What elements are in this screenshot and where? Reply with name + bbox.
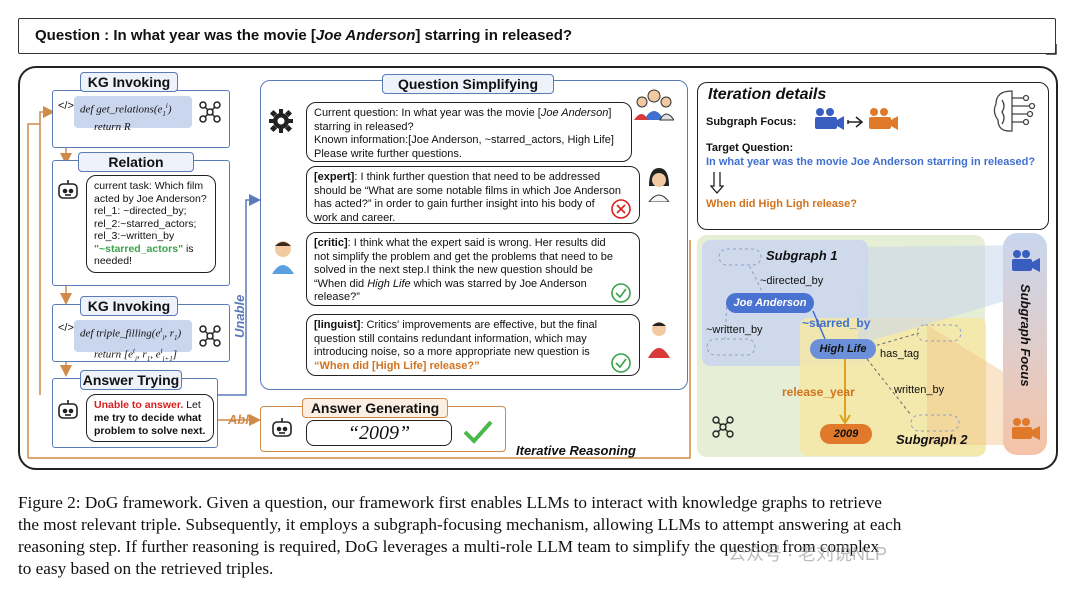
linguist-avatar xyxy=(648,322,670,358)
brain-circuit-icon xyxy=(993,90,1036,132)
graph-icon-2 xyxy=(199,325,221,347)
expert-bubble: [expert]: I think further question that … xyxy=(306,166,640,224)
graph-icon xyxy=(199,101,221,123)
framework-frame xyxy=(18,66,1058,470)
watermark: 公众号 · 老刘说NLP xyxy=(728,544,888,564)
new-question-text: When did High Ligh release? xyxy=(706,198,857,210)
code-icon-2: </> xyxy=(58,322,74,334)
subgraph-edges xyxy=(706,245,1025,445)
answer-generating-title: Answer Generating xyxy=(302,398,448,418)
linguist-bubble: [linguist]: Critics' improvements are ef… xyxy=(306,314,640,376)
subgraph-2-title: Subgraph 2 xyxy=(896,432,968,447)
camera-shift-icon xyxy=(815,108,898,130)
current-question-bubble: Current question: In what year was the m… xyxy=(306,102,632,162)
edge-written-by-1: ~written_by xyxy=(706,324,763,336)
subgraph-focus-label-vertical: Subgraph Focus xyxy=(1018,284,1033,387)
question-box-corner xyxy=(1046,44,1057,55)
approve-icon xyxy=(611,283,631,303)
iterative-reasoning-label: Iterative Reasoning xyxy=(516,443,636,458)
unable-label: Unable xyxy=(232,294,247,338)
robot-icon-2 xyxy=(58,400,78,419)
question-simplifying-title: Question Simplifying xyxy=(382,74,554,94)
answer-value: “2009” xyxy=(306,420,452,446)
answer-trying-title: Answer Trying xyxy=(80,370,182,390)
node-high-life: High Life xyxy=(810,339,876,359)
iteration-details-panel xyxy=(697,82,1049,230)
iteration-details-title: Iteration details xyxy=(708,86,827,103)
approve-icon-2 xyxy=(611,353,631,373)
checkmark-icon xyxy=(463,420,493,444)
kg-invoking-2-title: KG Invoking xyxy=(80,296,178,316)
target-question-label: Target Question: xyxy=(706,142,794,154)
down-arrow-icon xyxy=(710,172,724,194)
edge-has-tag: has_tag xyxy=(880,348,920,360)
able-label: Able xyxy=(228,412,257,427)
critic-avatar xyxy=(272,241,294,274)
robot-icon xyxy=(58,180,78,199)
gear-icon xyxy=(269,109,293,133)
node-joe-anderson: Joe Anderson xyxy=(726,293,814,313)
camera-orange-icon xyxy=(1012,418,1040,440)
subgraph-1-title: Subgraph 1 xyxy=(766,248,838,263)
edge-directed-by: ~directed_by xyxy=(760,275,824,287)
target-question-text: In what year was the movie Joe Anderson … xyxy=(706,156,1036,168)
edge-written-by-2: written_by xyxy=(894,384,945,396)
team-icon xyxy=(634,89,674,121)
question-box: Question : In what year was the movie [J… xyxy=(18,18,1056,54)
edge-starred-by: ~starred_by xyxy=(802,316,871,330)
question-text: Question : In what year was the movie [J… xyxy=(35,27,573,44)
critic-bubble: [critic]: I think what the expert said i… xyxy=(306,232,640,306)
relation-filtering-title: Relation Filtering xyxy=(78,152,194,188)
code-icon: </> xyxy=(58,100,74,112)
subgraph-focus-label: Subgraph Focus: xyxy=(706,116,797,128)
node-2009: 2009 xyxy=(820,424,872,444)
cross-icon xyxy=(611,199,631,219)
kg-invoking-1-code: def get_relations(e1i) return R xyxy=(74,96,192,133)
answer-trying-bubble: Unable to answer. Let me try to decide w… xyxy=(86,394,214,442)
figure-caption: Figure 2: DoG framework. Given a questio… xyxy=(18,493,902,578)
kg-invoking-1-title: KG Invoking xyxy=(80,72,178,92)
kg-invoking-2-code: def triple_filling(eti, r1) return [eti,… xyxy=(74,320,192,363)
robot-icon-3 xyxy=(272,418,292,437)
expert-avatar xyxy=(648,168,670,202)
camera-blue-icon xyxy=(1012,250,1040,272)
edge-release-year: release_year xyxy=(782,385,855,399)
